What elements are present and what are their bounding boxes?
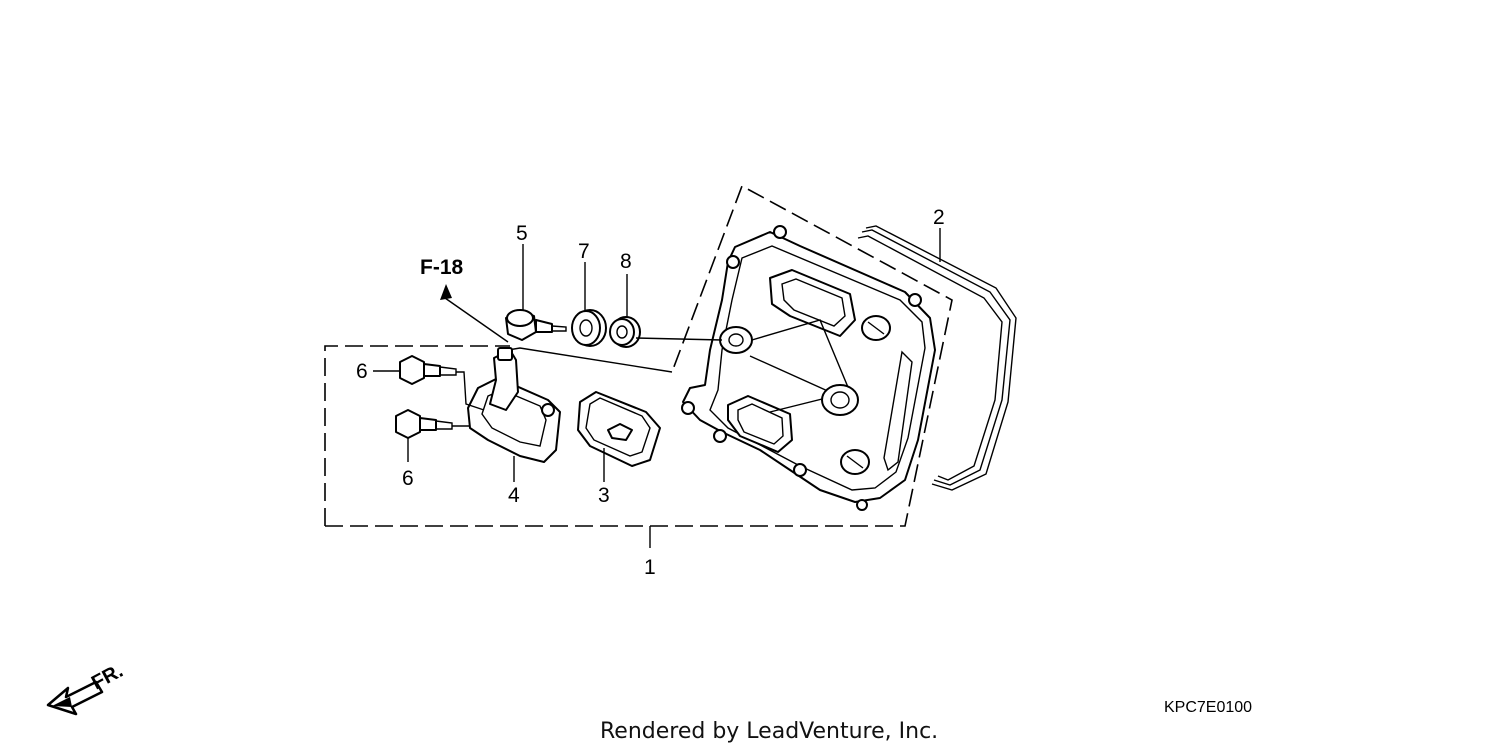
diagram-code: KPC7E0100: [1164, 699, 1252, 716]
bolt-5: [505, 244, 567, 341]
credit-line: Rendered by LeadVenture, Inc.: [600, 719, 938, 744]
assembly-boundary: [324, 184, 953, 548]
washer-7: [571, 262, 607, 347]
cover-gasket: [857, 225, 1017, 491]
bolt-6-lower: [395, 409, 470, 462]
callout-4: 4: [508, 484, 520, 507]
callout-6-upper: 6: [356, 360, 368, 383]
callout-8: 8: [620, 250, 632, 273]
grommet-8: [609, 274, 723, 348]
callout-7: 7: [578, 240, 590, 263]
gasket-3: [577, 391, 661, 482]
cylinder-head-cover: [681, 225, 936, 511]
bolt-6-upper: [373, 355, 485, 411]
breather-joint-4: [467, 347, 561, 482]
callout-2: 2: [933, 206, 945, 229]
callout-5: 5: [516, 222, 528, 245]
callout-6-lower: 6: [402, 467, 414, 490]
reference-label: F-18: [420, 256, 464, 279]
callout-1: 1: [644, 556, 656, 579]
callout-3: 3: [598, 484, 610, 507]
front-direction-arrow-icon: [46, 680, 104, 716]
